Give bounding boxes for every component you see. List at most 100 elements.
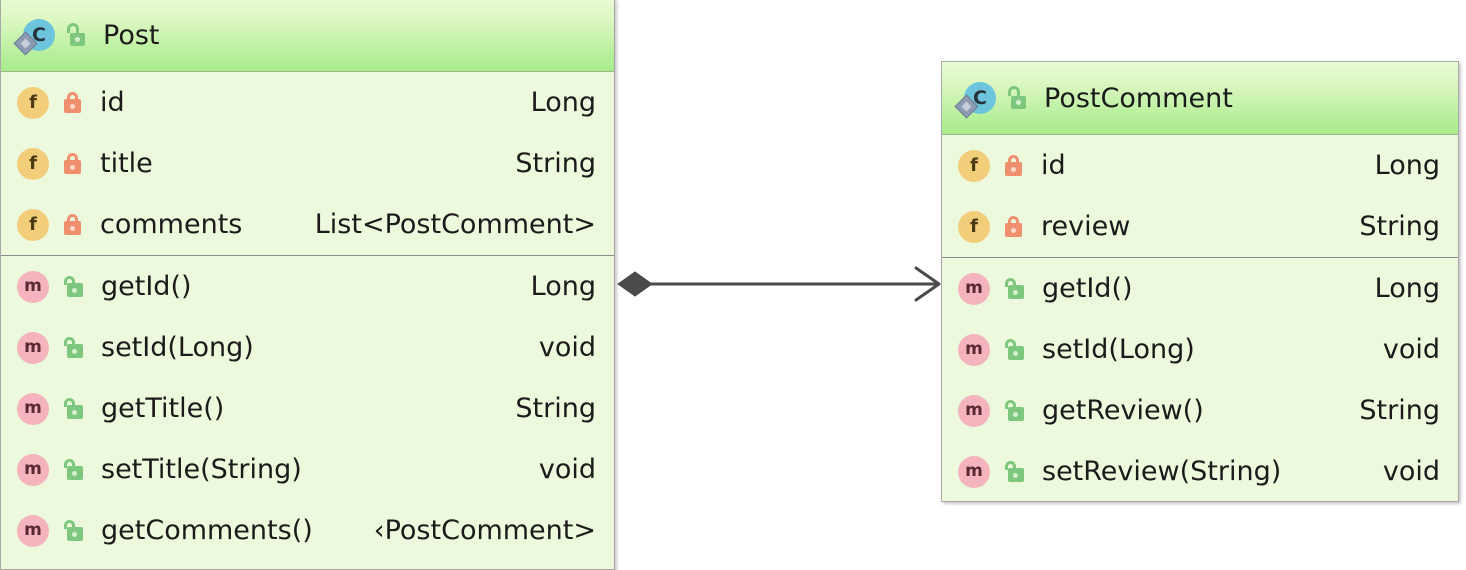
method-type: void: [1382, 456, 1440, 487]
class-header-postcomment[interactable]: C PostComment: [942, 62, 1458, 135]
method-icon: m: [958, 333, 990, 366]
method-type: Long: [1374, 273, 1440, 304]
method-name: getId(): [101, 271, 192, 302]
row-icons: f: [958, 149, 1023, 182]
method-icon: m: [958, 455, 990, 488]
class-icon: C: [954, 80, 996, 119]
filled-diamond-icon: [617, 271, 653, 297]
method-type: ‹PostComment>: [373, 515, 596, 546]
method-row[interactable]: m setId(Long) void: [942, 319, 1458, 380]
field-icon: f: [958, 210, 990, 243]
row-icons: m: [17, 270, 83, 303]
method-icon: m: [17, 270, 49, 303]
method-type: String: [1359, 395, 1440, 426]
unlocked-padlock-icon: [63, 275, 83, 299]
methods-section-postcomment: m getId() Long m: [942, 257, 1458, 501]
method-icon: m: [17, 331, 49, 364]
field-name: title: [100, 148, 153, 179]
field-name: id: [100, 87, 125, 118]
method-row[interactable]: m getReview() String: [942, 380, 1458, 441]
method-type: void: [1382, 334, 1440, 365]
method-name: getComments(): [101, 515, 313, 546]
field-row[interactable]: f comments List<PostComment>: [1, 194, 614, 255]
unlocked-padlock-icon: [1004, 399, 1024, 423]
open-arrowhead-icon: [914, 266, 941, 302]
method-row[interactable]: m setReview(String) void: [942, 441, 1458, 501]
class-header-post[interactable]: C Post: [1, 0, 614, 72]
method-name: getReview(): [1042, 395, 1204, 426]
locked-padlock-icon: [1004, 215, 1023, 239]
row-icons: m: [958, 272, 1024, 305]
row-icons: m: [17, 392, 83, 425]
fields-section-post: f id Long f: [1, 72, 614, 255]
row-icons: m: [958, 394, 1024, 427]
unlocked-padlock-icon: [63, 458, 83, 482]
field-icon: f: [17, 86, 49, 119]
row-icons: m: [17, 331, 83, 364]
field-icon: f: [17, 147, 49, 180]
method-row[interactable]: m getId() Long: [942, 258, 1458, 319]
field-type: String: [515, 148, 596, 179]
field-row[interactable]: f title String: [1, 133, 614, 194]
row-icons: f: [958, 210, 1023, 243]
method-icon: m: [17, 392, 49, 425]
field-type: Long: [1374, 150, 1440, 181]
method-type: Long: [530, 271, 596, 302]
method-name: getId(): [1042, 273, 1133, 304]
method-row[interactable]: m setId(Long) void: [1, 317, 614, 378]
field-type: Long: [530, 87, 596, 118]
methods-section-post: m getId() Long m: [1, 255, 614, 561]
method-row[interactable]: m getId() Long: [1, 256, 614, 317]
method-name: setId(Long): [101, 332, 254, 363]
method-icon: m: [17, 453, 49, 486]
row-icons: m: [17, 453, 83, 486]
class-name-postcomment: PostComment: [1044, 82, 1233, 114]
method-name: setId(Long): [1042, 334, 1195, 365]
uml-class-post[interactable]: C Post f id Lo: [0, 0, 615, 570]
field-type: String: [1359, 211, 1440, 242]
uml-class-postcomment[interactable]: C PostComment f id: [941, 61, 1459, 502]
row-icons: m: [958, 333, 1024, 366]
method-row[interactable]: m getComments() ‹PostComment>: [1, 500, 614, 561]
field-icon: f: [17, 208, 49, 241]
field-row[interactable]: f id Long: [942, 135, 1458, 196]
fields-section-postcomment: f id Long f: [942, 135, 1458, 257]
unlocked-padlock-icon: [1006, 86, 1026, 110]
method-name: getTitle(): [101, 393, 225, 424]
method-icon: m: [958, 394, 990, 427]
method-name: setReview(String): [1042, 456, 1282, 487]
method-type: String: [515, 393, 596, 424]
field-name: review: [1041, 211, 1131, 242]
row-icons: f: [17, 208, 82, 241]
unlocked-padlock-icon: [63, 519, 83, 543]
field-name: id: [1041, 150, 1066, 181]
method-row[interactable]: m setTitle(String) void: [1, 439, 614, 500]
method-name: setTitle(String): [101, 454, 302, 485]
field-row[interactable]: f review String: [942, 196, 1458, 257]
class-name-post: Post: [103, 19, 160, 51]
field-name: comments: [100, 209, 243, 240]
row-icons: f: [17, 86, 82, 119]
row-icons: f: [17, 147, 82, 180]
unlocked-padlock-icon: [1004, 460, 1024, 484]
class-icon: C: [13, 17, 55, 56]
unlocked-padlock-icon: [63, 336, 83, 360]
unlocked-padlock-icon: [1004, 277, 1024, 301]
row-icons: m: [958, 455, 1024, 488]
row-icons: m: [17, 514, 83, 547]
method-type: void: [538, 454, 596, 485]
method-row[interactable]: m getTitle() String: [1, 378, 614, 439]
composition-connector[interactable]: [608, 254, 948, 314]
method-icon: m: [17, 514, 49, 547]
field-type: List<PostComment>: [314, 209, 596, 240]
locked-padlock-icon: [63, 152, 82, 176]
locked-padlock-icon: [1004, 154, 1023, 178]
field-icon: f: [958, 149, 990, 182]
method-type: void: [538, 332, 596, 363]
locked-padlock-icon: [63, 213, 82, 237]
unlocked-padlock-icon: [63, 397, 83, 421]
locked-padlock-icon: [63, 91, 82, 115]
unlocked-padlock-icon: [65, 23, 85, 47]
method-icon: m: [958, 272, 990, 305]
field-row[interactable]: f id Long: [1, 72, 614, 133]
